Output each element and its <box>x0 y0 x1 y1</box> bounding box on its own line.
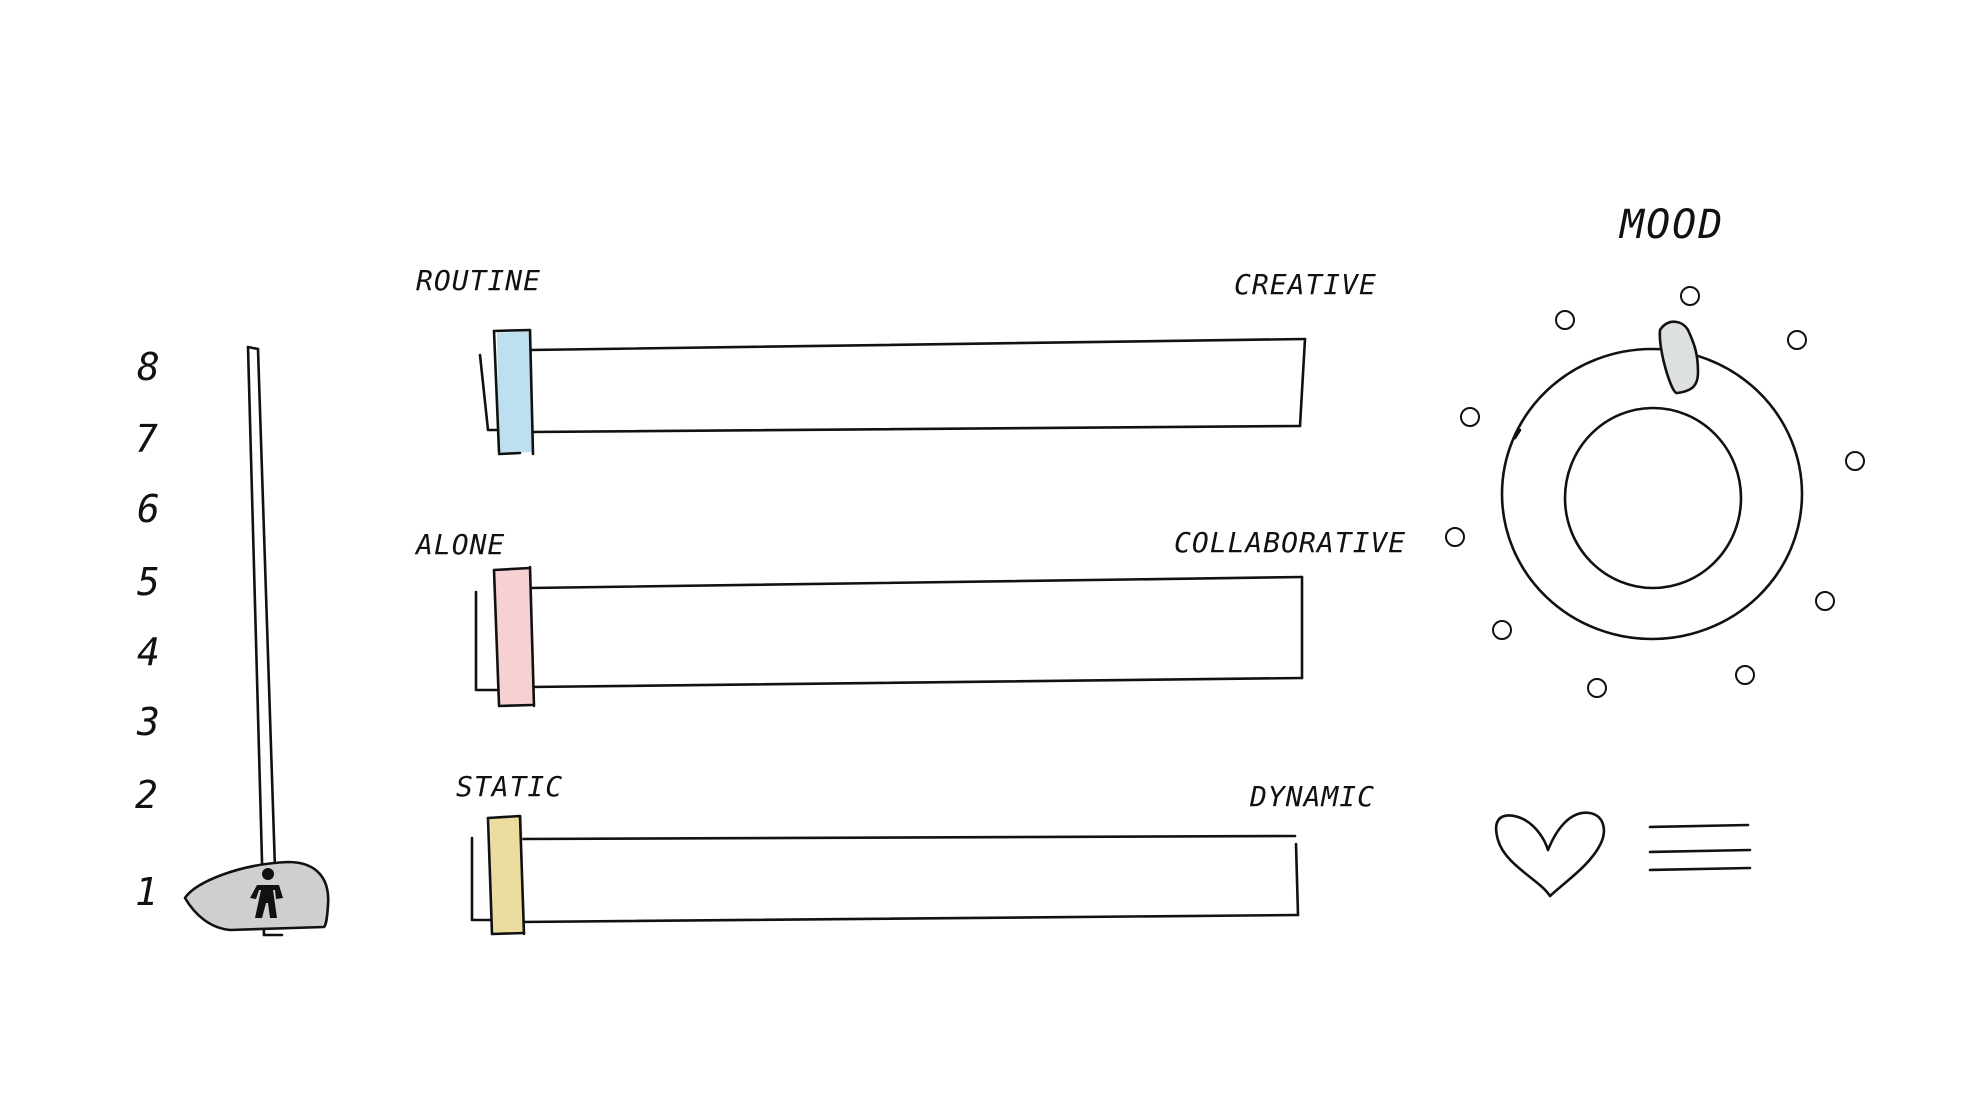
scale-tick-6: 6 <box>137 487 160 531</box>
slider-track[interactable] <box>470 834 1300 924</box>
dial-dot[interactable] <box>1587 678 1607 698</box>
slider-handle[interactable] <box>486 814 526 936</box>
dial-dot[interactable] <box>1787 330 1807 350</box>
slider-routine-creative: ROUTINE CREATIVE <box>416 264 1377 456</box>
slider-right-label: COLLABORATIVE <box>1174 526 1406 559</box>
slider-handle[interactable] <box>492 328 535 456</box>
dial-dot[interactable] <box>1492 620 1512 640</box>
dial-step-dots <box>1445 286 1865 698</box>
dial-knob[interactable] <box>1500 347 1804 641</box>
dial-dot[interactable] <box>1735 665 1755 685</box>
dial-dot[interactable] <box>1555 310 1575 330</box>
dial-dot[interactable] <box>1680 286 1700 306</box>
mood-dial: MOOD <box>1445 202 1865 698</box>
dial-dot[interactable] <box>1845 451 1865 471</box>
slider-right-label: CREATIVE <box>1234 268 1377 301</box>
mood-title: MOOD <box>1618 202 1724 248</box>
menu-icon[interactable] <box>1648 823 1752 872</box>
slider-left-label: ROUTINE <box>416 264 541 297</box>
dial-dot[interactable] <box>1815 591 1835 611</box>
dial-dot[interactable] <box>1445 527 1465 547</box>
slider-right-label: DYNAMIC <box>1249 780 1375 813</box>
slider-left-label: STATIC <box>456 770 563 803</box>
dial-pointer[interactable] <box>1658 320 1700 395</box>
heart-icon[interactable] <box>1495 811 1606 898</box>
slider-left-label: ALONE <box>414 528 505 561</box>
scale-tick-2: 2 <box>135 773 158 817</box>
person-icon <box>250 868 283 918</box>
vertical-scale: 8 7 6 5 4 3 2 1 <box>135 345 330 937</box>
vertical-slider-handle[interactable] <box>183 860 330 932</box>
scale-tick-4: 4 <box>137 630 160 674</box>
scale-tick-3: 3 <box>136 700 160 744</box>
vertical-slider-track[interactable] <box>246 345 284 937</box>
dial-dot[interactable] <box>1460 407 1480 427</box>
slider-track[interactable] <box>478 337 1307 434</box>
slider-static-dynamic: STATIC DYNAMIC <box>456 770 1375 936</box>
scale-tick-8: 8 <box>137 345 160 389</box>
slider-track[interactable] <box>474 575 1304 692</box>
slider-alone-collaborative: ALONE COLLABORATIVE <box>414 526 1406 708</box>
scale-tick-7: 7 <box>135 417 158 461</box>
scale-tick-5: 5 <box>137 560 160 604</box>
slider-handle[interactable] <box>492 565 536 708</box>
scale-tick-1: 1 <box>135 870 158 914</box>
